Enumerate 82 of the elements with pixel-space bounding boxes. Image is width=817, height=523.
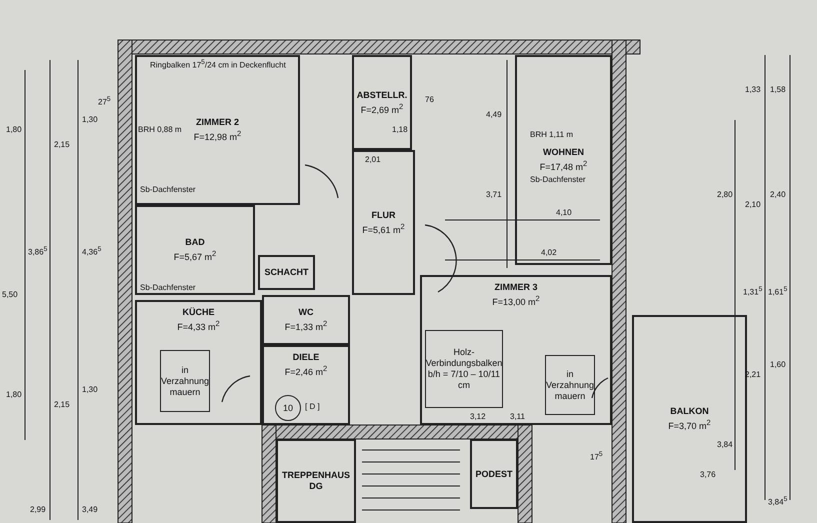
room-area: F=3,70 m$^{2}$ [668,417,711,432]
room-name: BAD [185,237,205,248]
dimension-label: 1,58 [770,85,786,95]
room-outline [470,439,518,509]
room-name: DIELE [292,352,320,363]
note-label: Sb-Dachfenster [140,185,196,195]
dimension-label: 2,80 [717,190,733,200]
dimension-label: 1,30 [82,385,98,395]
room-name: TREPPENHAUS DG [280,470,351,492]
room-area: F=12,98 m$^{2}$ [194,128,242,143]
note-text: 10 [282,402,293,414]
note-text: in Verzahnung mauern [160,364,210,398]
note-label: Ringbalken 17$^{5}$/24 cm in Deckenflucht [150,58,286,71]
dimension-label: 1,30 [82,115,98,125]
note-label: Sb-Dachfenster [530,175,586,185]
room-outline [352,55,412,150]
note-label: Sb-Dachfenster [140,283,196,293]
dimension-label: 1,60 [770,360,786,370]
dimension-label: 2,10 [745,200,761,210]
room-name: PODEST [475,468,512,480]
room-area: F=17,48 m$^{2}$ [540,158,588,173]
label-circle [275,395,301,421]
room-outline [135,300,262,425]
dimension-label: 1,18 [392,125,408,135]
room-name: KÜCHE [182,307,214,318]
note-box [425,330,503,408]
room-outline [276,439,356,523]
dimension-label: 4,10 [556,208,572,218]
note-box [160,350,210,412]
dimension-label: 17$^{5}$ [590,450,603,463]
room-name: ZIMMER 2 [196,117,239,128]
room-name: SCHACHT [264,267,308,278]
room-outline [262,295,350,345]
room-name: FLUR [372,210,396,220]
dimension-label: 4,36$^{5}$ [82,245,102,258]
room-name: WC [298,307,314,318]
note-box [545,355,595,415]
dimension-label: 1,61$^{5}$ [768,285,788,298]
room-outline [420,275,612,425]
dimension-label: 2,15 [54,400,70,410]
room-area: F=5,61 m$^{2}$ [362,220,405,236]
dimension-label: 3,12 [470,412,486,422]
room-name: WOHNEN [543,147,584,158]
room-name: ZIMMER 3 [494,282,538,293]
note-label: BRH 0,88 m [138,125,182,135]
room-area: F=13,00 m$^{2}$ [492,293,540,308]
dimension-label: 1,80 [6,390,22,400]
room-area: F=1,33 m$^{2}$ [284,318,328,333]
room-outline [352,150,415,295]
dimension-label: 2,15 [54,140,70,150]
dimension-label: 1,33 [745,85,761,95]
room-area: F=2,69 m$^{2}$ [360,100,404,116]
dimension-label: 27$^{5}$ [98,95,111,108]
room-outline [515,55,612,265]
dimension-label: 1,80 [6,125,22,135]
room-outline [262,345,350,425]
note-label: BRH 1,11 m [530,130,573,140]
note-text: in Verzahnung mauern [546,368,594,402]
room-area: F=4,33 m$^{2}$ [177,318,220,333]
dimension-label: 3,84 [717,440,733,450]
room-area: F=5,67 m$^{2}$ [174,248,216,263]
dimension-label: 1,31$^{5}$ [743,285,762,298]
dimension-label: 3,49 [82,505,98,515]
dimension-label: 2,99 [30,505,46,515]
room-name: BALKON [670,406,709,417]
dimension-label: 4,49 [486,110,502,120]
room-outline [632,315,747,523]
dimension-label: 3,71 [486,190,502,200]
dimension-label: 4,02 [541,248,557,258]
room-outline [135,55,300,205]
room-outline [135,205,255,295]
room-area: F=2,46 m$^{2}$ [284,363,328,378]
dimension-label: 2,40 [770,190,786,200]
dimension-label: 3,86$^{5}$ [28,245,48,258]
room-outline [258,255,315,290]
dimension-label: 76 [425,95,434,105]
dimension-label: 3,11 [510,412,525,422]
dimension-label: 3,76 [700,470,716,480]
dimension-label: 5,50 [2,290,18,300]
room-name: ABSTELLR. [356,90,408,100]
dimension-label: 3,84$^{5}$ [768,495,788,508]
dimension-label: 2,01 [365,155,381,165]
